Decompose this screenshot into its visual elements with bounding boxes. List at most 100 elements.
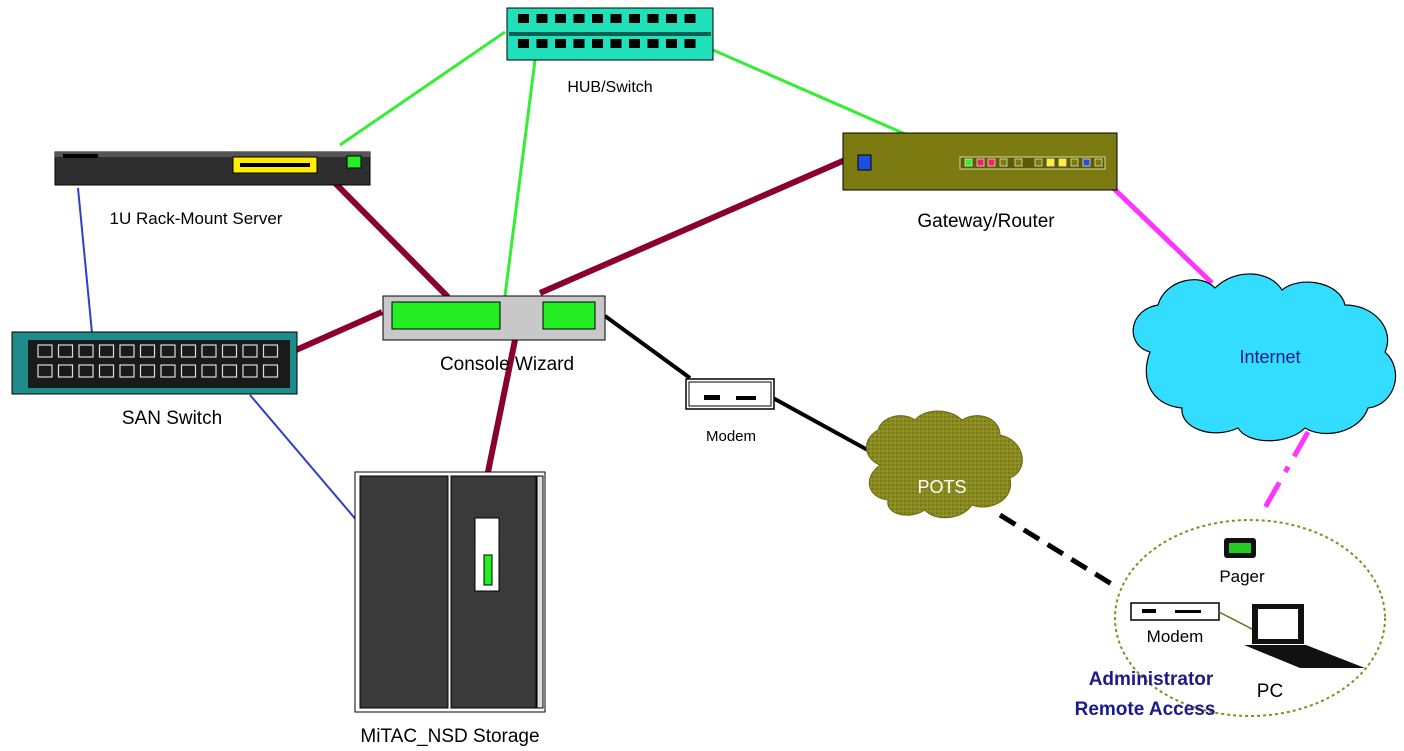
link-hub-gateway: [712, 48, 906, 136]
pots-label: POTS: [917, 477, 966, 497]
admin-remote-access: Pager Modem PC Administrator Remote Acce…: [1075, 519, 1386, 720]
connection-lines: [77, 30, 1311, 591]
san-port: [139, 344, 156, 358]
gateway-led: [1070, 158, 1079, 167]
server-label: 1U Rack-Mount Server: [110, 209, 283, 228]
hub-ports: [518, 14, 696, 48]
hub-port: [629, 14, 640, 23]
link-server-san: [77, 187, 93, 334]
hub-port: [684, 39, 696, 48]
hub-port: [555, 39, 566, 48]
san-port: [201, 364, 217, 378]
san-port: [37, 364, 53, 378]
rack-server: 1U Rack-Mount Server: [54, 151, 371, 228]
hub-port: [629, 39, 640, 48]
modem-local: Modem: [685, 378, 775, 445]
san-port: [98, 344, 115, 358]
link-san-storage: [249, 394, 359, 523]
hub-port: [592, 39, 603, 48]
san-label: SAN Switch: [122, 408, 222, 429]
link-internet-admin: [1259, 430, 1311, 515]
san-port: [78, 344, 94, 358]
hub-port: [666, 14, 677, 23]
san-port: [242, 344, 258, 358]
san-port: [78, 364, 94, 378]
link-hub-console: [503, 59, 537, 297]
link-gateway-console: [538, 157, 847, 296]
pager-icon: [1224, 538, 1256, 558]
admin-label-line1: Administrator: [1089, 669, 1214, 690]
hub-port: [666, 39, 677, 48]
san-port: [139, 364, 156, 378]
gateway-led: [964, 158, 973, 167]
san-port: [180, 364, 197, 378]
hub-port: [573, 39, 585, 48]
gateway-led: [999, 158, 1008, 167]
san-switch: SAN Switch: [11, 331, 298, 429]
modem-label: Modem: [706, 428, 756, 445]
san-port: [119, 364, 135, 378]
san-port: [221, 344, 238, 358]
gateway-led: [1034, 158, 1043, 167]
san-port: [160, 364, 176, 378]
link-storage-console: [485, 339, 518, 473]
laptop-icon: [1244, 604, 1365, 668]
gateway-led: [1082, 158, 1091, 167]
gateway-led: [987, 158, 996, 167]
storage-label: MiTAC_NSD Storage: [360, 726, 539, 747]
link-console-modem: [603, 314, 692, 380]
console-wizard: Console Wizard: [382, 295, 606, 375]
san-port: [37, 344, 53, 358]
link-hub-server: [339, 30, 506, 147]
hub-port: [536, 39, 548, 48]
hub-port: [536, 14, 548, 23]
hub-port: [610, 39, 622, 48]
modem-pc-cable: [1218, 611, 1255, 631]
gateway-router: Gateway/Router: [842, 132, 1118, 232]
hub-port: [592, 14, 603, 23]
mitac-storage: MiTAC_NSD Storage: [354, 471, 546, 747]
link-server-console: [332, 180, 451, 300]
gateway-led: [1046, 158, 1055, 167]
san-port: [57, 364, 74, 378]
gateway-led: [1014, 158, 1023, 167]
san-port: [262, 364, 279, 378]
gateway-leds: [964, 158, 1103, 167]
san-port: [201, 344, 217, 358]
hub-port: [647, 39, 659, 48]
pc-label: PC: [1257, 681, 1283, 702]
san-port: [119, 344, 135, 358]
hub-port: [610, 14, 622, 23]
hub-port: [647, 14, 659, 23]
san-port: [57, 344, 74, 358]
san-ports: [37, 344, 279, 378]
hub-label: HUB/Switch: [567, 79, 652, 96]
san-port: [98, 364, 115, 378]
hub-port: [573, 14, 585, 23]
internet-cloud: Internet: [1132, 273, 1397, 442]
gateway-label: Gateway/Router: [917, 211, 1055, 232]
san-port: [221, 364, 238, 378]
pots-cloud: POTS: [866, 410, 1023, 519]
console-label: Console Wizard: [440, 354, 574, 375]
remote-modem-icon: [1130, 602, 1220, 621]
gateway-led: [1094, 158, 1103, 167]
san-port: [262, 344, 279, 358]
link-san-console: [294, 309, 384, 353]
san-port: [180, 344, 197, 358]
hub-port: [684, 14, 696, 23]
hub-switch: HUB/Switch: [506, 7, 714, 96]
gateway-led: [1058, 158, 1067, 167]
remote-modem-label: Modem: [1147, 627, 1204, 646]
hub-port: [518, 14, 529, 23]
admin-label-line2: Remote Access: [1075, 699, 1216, 720]
link-pots-admin: [998, 512, 1120, 591]
san-port: [160, 344, 176, 358]
hub-port: [518, 39, 529, 48]
link-gateway-internet: [1106, 181, 1214, 285]
pager-label: Pager: [1219, 567, 1265, 586]
hub-port: [555, 14, 566, 23]
san-port: [242, 364, 258, 378]
internet-label: Internet: [1239, 347, 1300, 367]
